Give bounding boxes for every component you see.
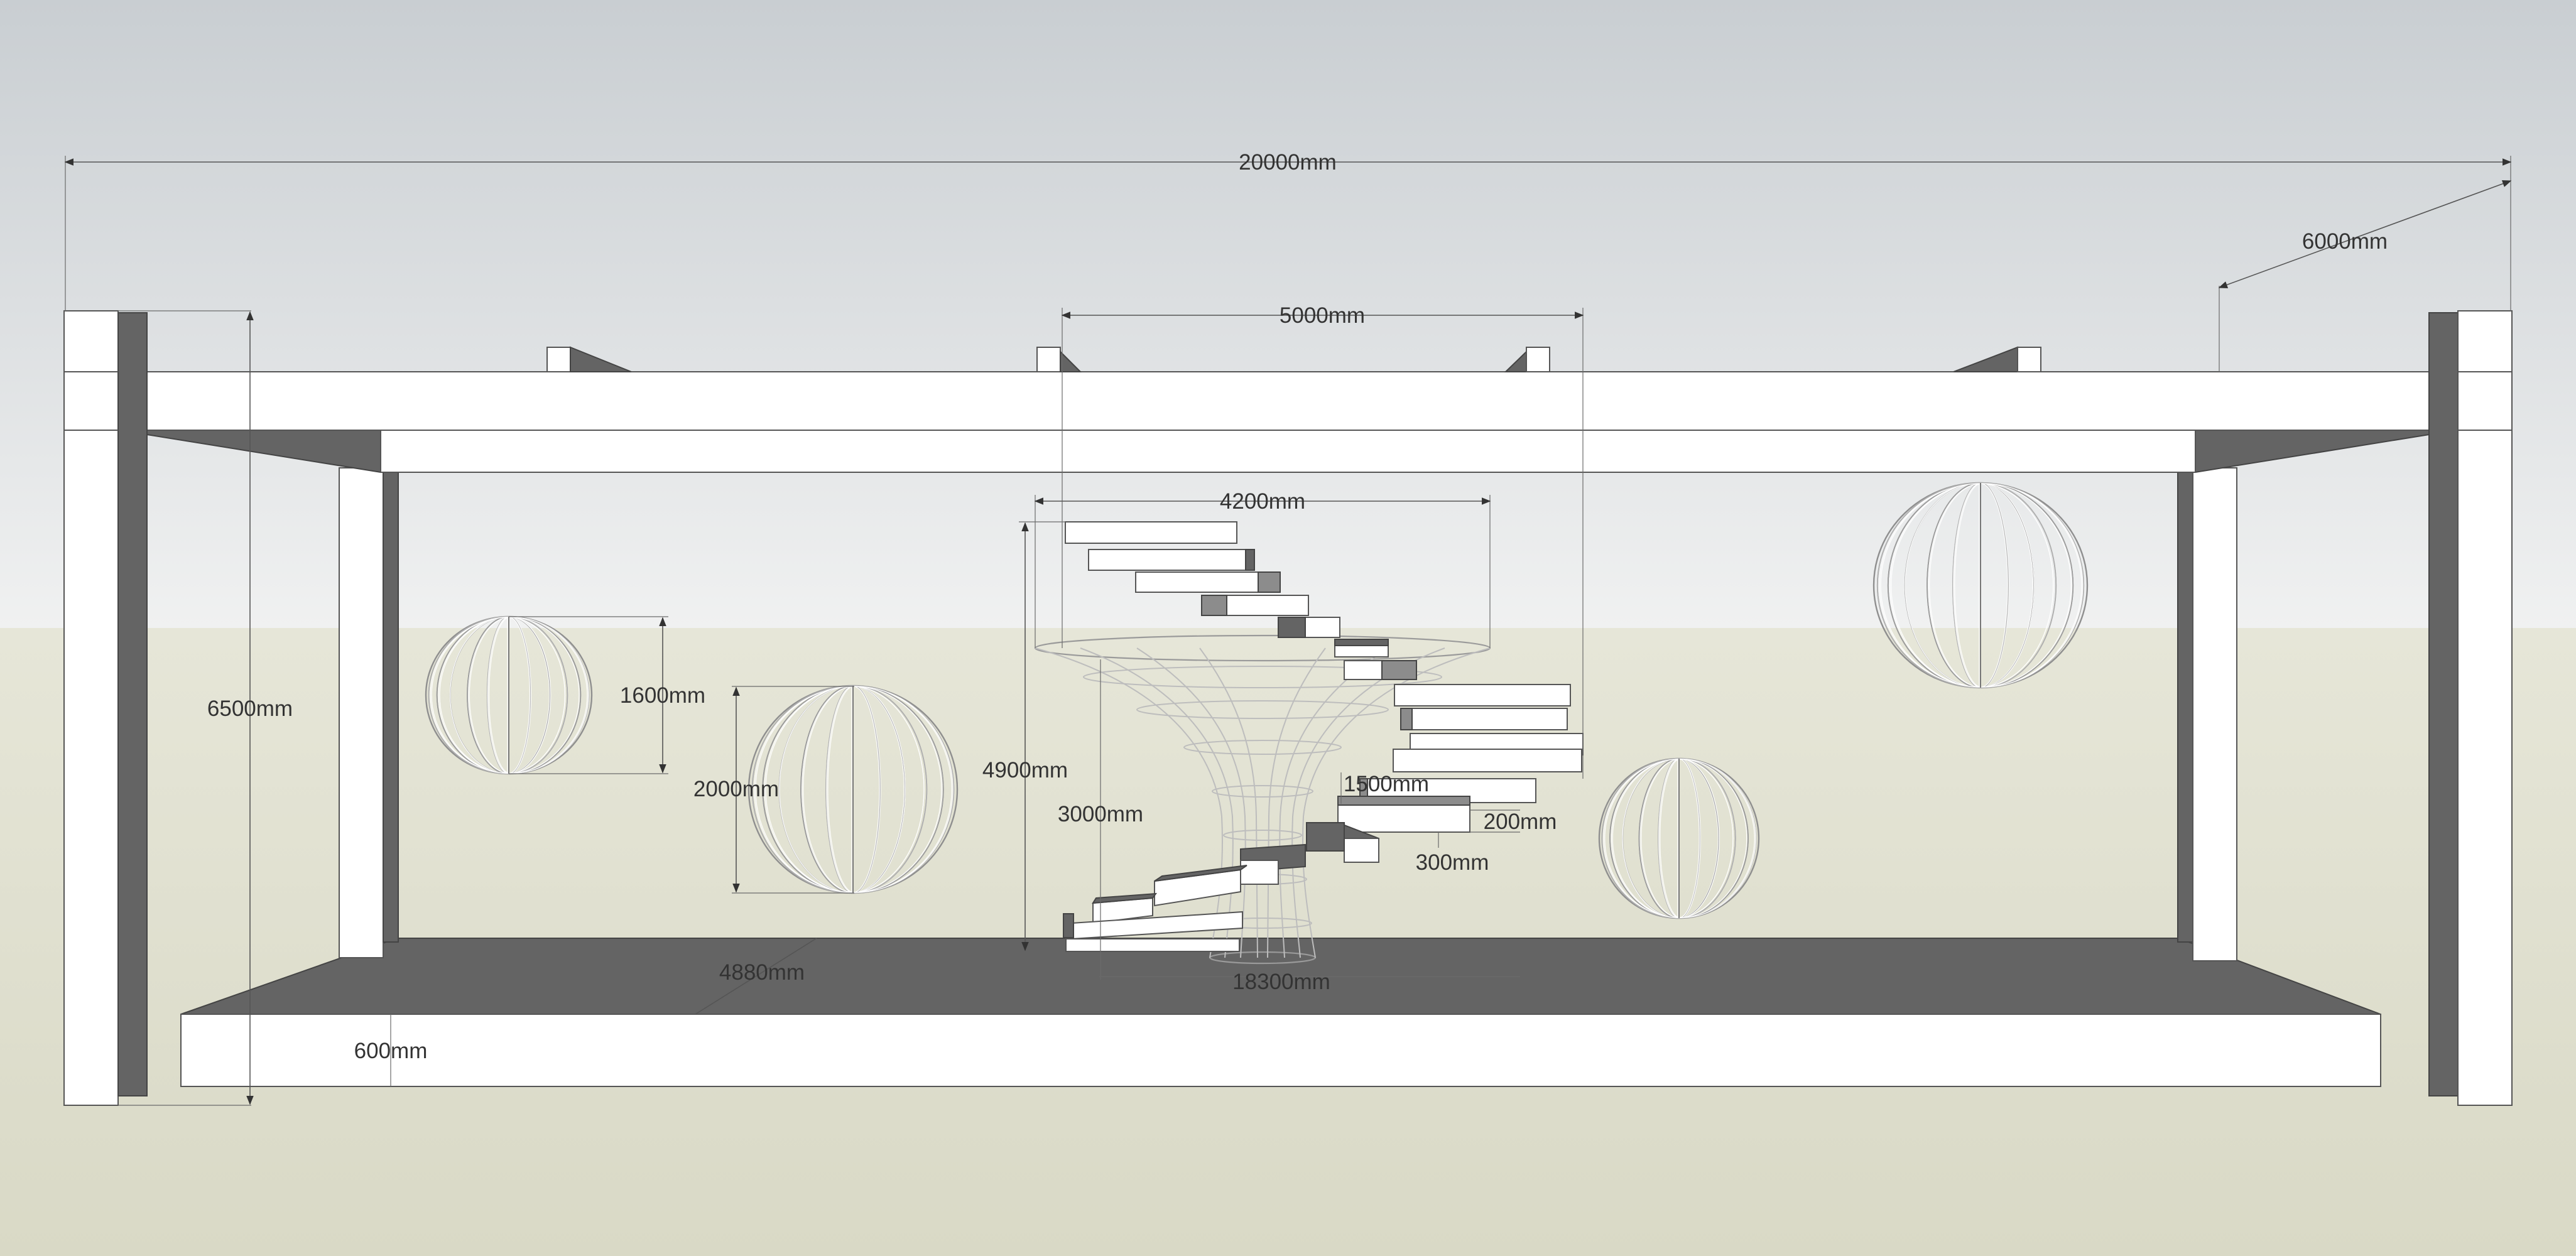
dim-core-height: 3000mm	[1058, 802, 1143, 826]
dimension-annotations	[64, 156, 2512, 1106]
dim-tread-thickness: 200mm	[1484, 809, 1557, 834]
spheres	[425, 482, 2089, 919]
back-right-column	[2177, 467, 2237, 961]
dim-total-height: 6500mm	[207, 696, 293, 721]
dim-tread-length: 1500mm	[1344, 772, 1429, 796]
front-left-column	[63, 310, 148, 1106]
dim-deck-thickness: 600mm	[354, 1039, 428, 1063]
front-right-column	[2428, 310, 2513, 1106]
dimension-labels: 20000mm 6000mm 5000mm 6500mm 1600mm 2000…	[207, 150, 2388, 1063]
sphere-center-right	[1598, 757, 1760, 919]
dim-stair-span: 4200mm	[1220, 489, 1305, 514]
roof-frame	[117, 346, 2459, 474]
dim-overall-width: 20000mm	[1239, 150, 1337, 175]
stair-treads	[1063, 521, 1584, 952]
dim-sphere-large: 2000mm	[693, 777, 779, 801]
deck-slab	[180, 938, 2381, 1087]
dim-sphere-small: 1600mm	[620, 683, 705, 708]
dim-tread-depth: 300mm	[1416, 850, 1489, 875]
spiral-staircase	[1034, 521, 1584, 965]
dim-deck-length: 18300mm	[1232, 970, 1330, 994]
sphere-right-upper	[1872, 482, 2089, 689]
back-left-column	[339, 467, 399, 958]
dim-beam-spacing: 5000mm	[1280, 303, 1365, 328]
dim-stair-height: 4900mm	[982, 758, 1068, 782]
dim-depth: 6000mm	[2302, 229, 2388, 254]
dim-deck-depth: 4880mm	[719, 960, 805, 985]
